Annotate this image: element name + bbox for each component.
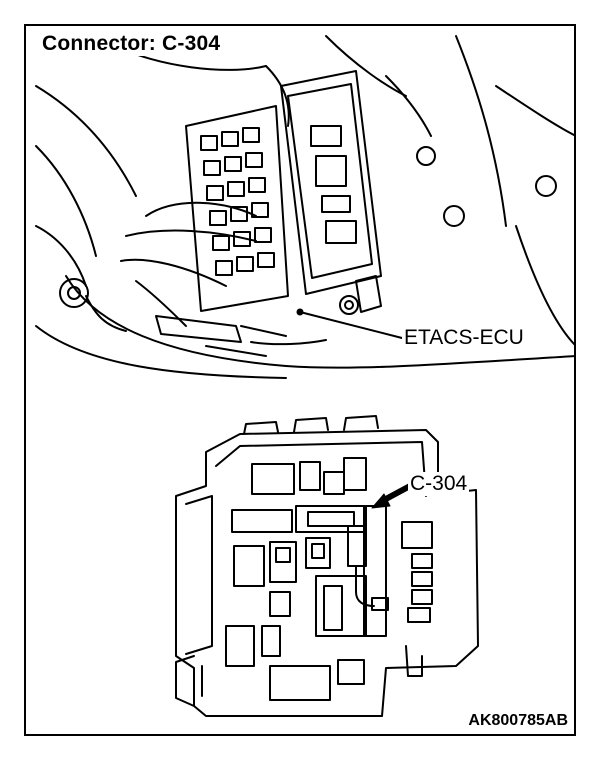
ecu-label: ETACS-ECU	[402, 326, 526, 350]
etacs-ecu-unit	[281, 71, 381, 314]
diagram-frame: Connector: C-304 ETACS-ECU C-304 AK80078…	[24, 24, 576, 736]
ecu-detail-view	[176, 416, 478, 716]
fuse-block	[186, 106, 288, 311]
diagram-title: Connector: C-304	[38, 32, 225, 56]
diagram-artwork	[26, 26, 576, 736]
vehicle-interior-view	[36, 36, 576, 378]
c-304-connector	[348, 506, 432, 636]
connector-arrow	[372, 486, 410, 508]
connector-label: C-304	[408, 472, 470, 496]
figure-code: AK800785AB	[466, 712, 570, 730]
